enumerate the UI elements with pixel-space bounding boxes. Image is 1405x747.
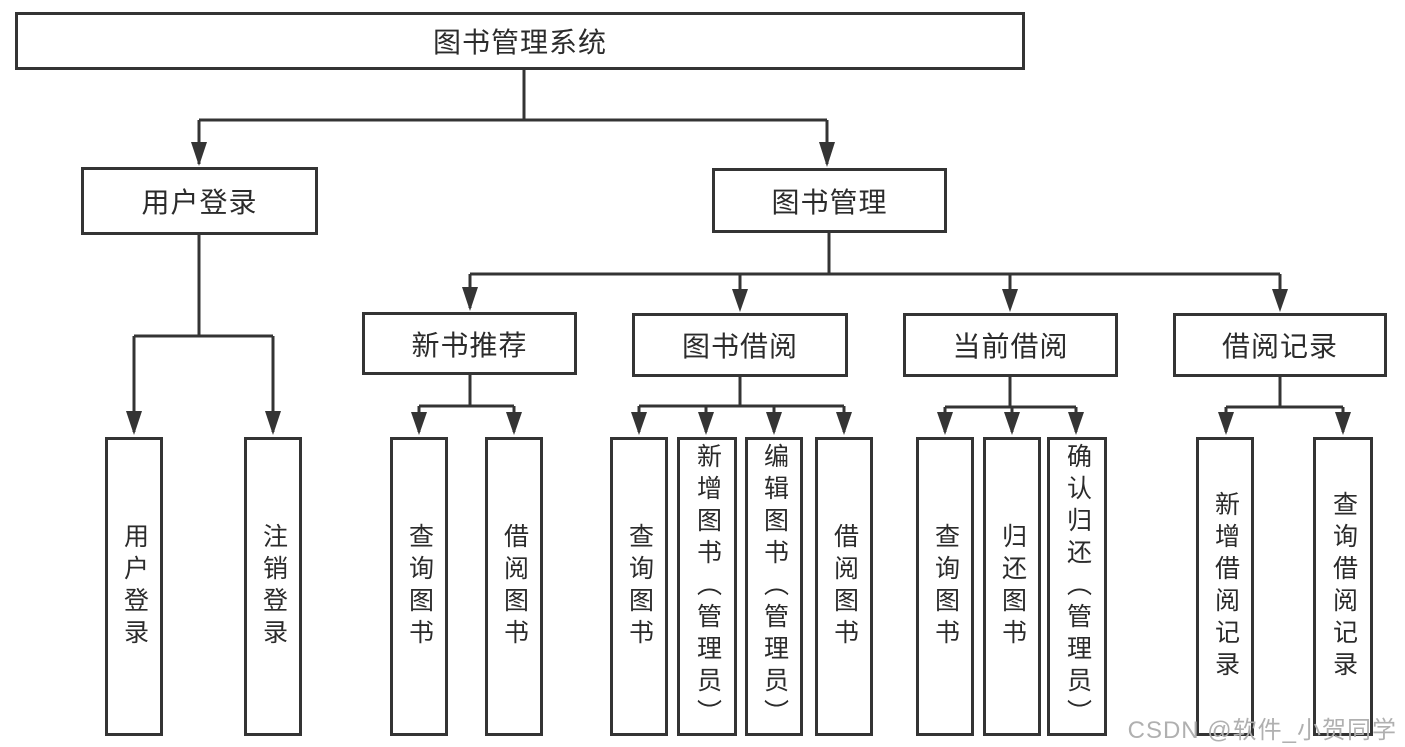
leaf-borrow-books-under-borrowing: 借阅图书 xyxy=(815,437,873,736)
leaf-add-borrow-record: 新增借阅记录 xyxy=(1196,437,1254,736)
node-label: 当前借阅 xyxy=(952,331,1069,362)
node-label: 用户登录 xyxy=(141,187,258,218)
leaf-label: 用户登录 xyxy=(120,522,149,651)
node-label: 新书推荐 xyxy=(411,329,528,361)
leaf-query-books-under-current: 查询图书 xyxy=(916,437,974,736)
node-new-book-recommendation: 新书推荐 xyxy=(362,312,577,375)
node-book-management: 图书管理 xyxy=(712,168,947,233)
leaf-label: 查询图书 xyxy=(405,522,434,651)
node-borrowing-records: 借阅记录 xyxy=(1173,313,1387,377)
leaf-label: 借阅图书 xyxy=(830,522,859,651)
leaf-user-login: 用户登录 xyxy=(105,437,163,736)
leaf-label: 查询图书 xyxy=(625,522,654,651)
leaf-label: 新增图书（管理员） xyxy=(693,442,722,731)
leaf-query-books-under-recommendation: 查询图书 xyxy=(390,437,448,736)
node-label: 图书管理系统 xyxy=(432,27,607,58)
node-label: 图书管理 xyxy=(771,186,888,218)
leaf-label: 确认归还（管理员） xyxy=(1063,442,1092,731)
node-book-borrowing: 图书借阅 xyxy=(632,313,848,377)
leaf-label: 注销登录 xyxy=(259,522,288,651)
leaf-borrow-books-under-recommendation: 借阅图书 xyxy=(485,437,543,736)
leaf-add-books-admin: 新增图书（管理员） xyxy=(677,437,737,736)
leaf-query-books-under-borrowing: 查询图书 xyxy=(610,437,668,736)
leaf-label: 归还图书 xyxy=(998,522,1027,651)
leaf-label: 查询借阅记录 xyxy=(1329,490,1358,683)
node-current-borrowing: 当前借阅 xyxy=(903,313,1118,377)
leaf-edit-books-admin: 编辑图书（管理员） xyxy=(745,437,803,736)
leaf-confirm-return-admin: 确认归还（管理员） xyxy=(1047,437,1107,736)
leaf-label: 编辑图书（管理员） xyxy=(760,442,789,731)
leaf-label: 查询图书 xyxy=(931,522,960,651)
leaf-label: 新增借阅记录 xyxy=(1211,490,1240,683)
leaf-logout: 注销登录 xyxy=(244,437,302,736)
leaf-label: 借阅图书 xyxy=(500,522,529,651)
watermark: CSDN @软件_小贺同学 xyxy=(1127,717,1397,744)
leaf-return-books: 归还图书 xyxy=(983,437,1041,736)
node-label: 借阅记录 xyxy=(1221,331,1338,362)
node-user-login: 用户登录 xyxy=(81,167,318,235)
node-library-management-system: 图书管理系统 xyxy=(15,12,1025,70)
leaf-query-borrow-record: 查询借阅记录 xyxy=(1313,437,1373,736)
arrowheads xyxy=(126,142,1351,435)
node-label: 图书借阅 xyxy=(681,331,798,362)
